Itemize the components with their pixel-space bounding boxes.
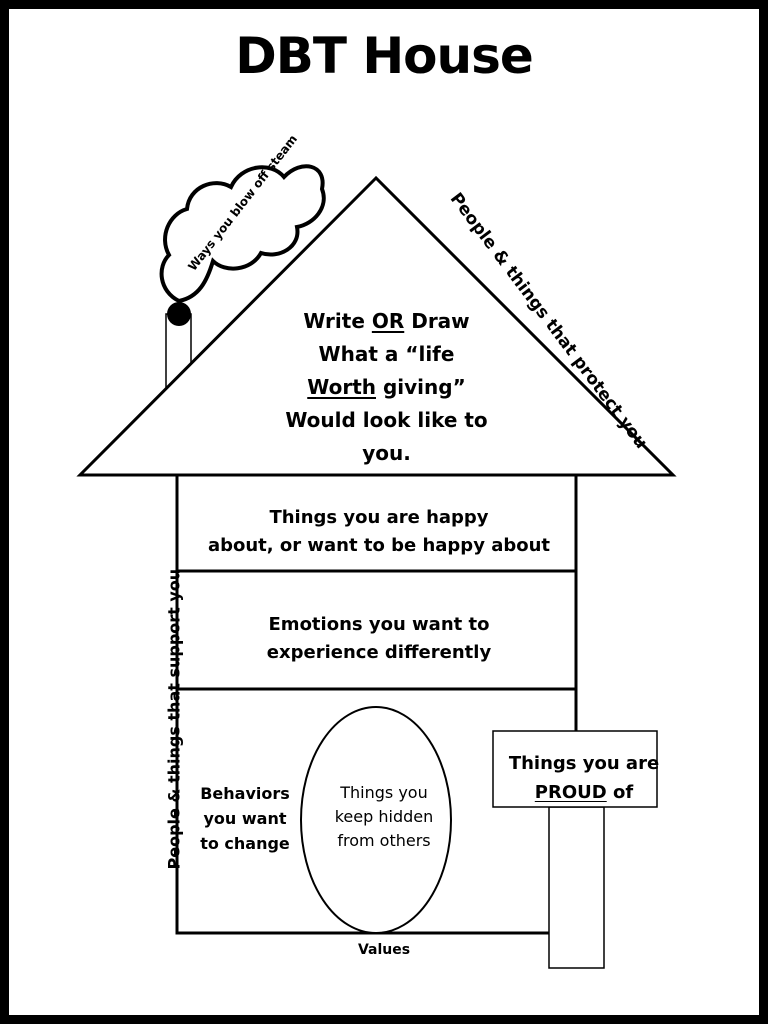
or-underlined: OR (371, 309, 405, 333)
worth-underlined: Worth (307, 375, 376, 399)
proud-underlined: PROUD (534, 782, 607, 803)
behaviors-label: Behaviors you want to change (200, 784, 290, 853)
emotions-band-label: Emotions you want to experience differen… (266, 614, 492, 663)
values-label: Values (357, 942, 411, 958)
roof-line-3: Worth giving” (307, 375, 466, 399)
steam-cloud-shape (159, 164, 326, 304)
sign-board (492, 730, 658, 808)
house-drawing (76, 164, 677, 969)
roof-line-5: you. (362, 441, 411, 465)
roof-line-1: Write OR Draw (303, 309, 470, 333)
roof-line-4: Would look like to (285, 408, 488, 432)
roof-prompt: Write OR Draw What a “life Worth giving”… (264, 305, 509, 470)
page-title: DBT House (235, 27, 534, 85)
hidden-oval (300, 706, 452, 934)
happy-band-label: Things you are happy about, or want to b… (207, 507, 551, 556)
hidden-things-label: Things you keep hidden from others (334, 783, 434, 850)
chimney-smoke-dot (167, 302, 191, 326)
sign-post (548, 806, 605, 969)
roof-line-2: What a “life (318, 342, 455, 366)
proud-sign-label: Things you are PROUD of (508, 753, 660, 803)
